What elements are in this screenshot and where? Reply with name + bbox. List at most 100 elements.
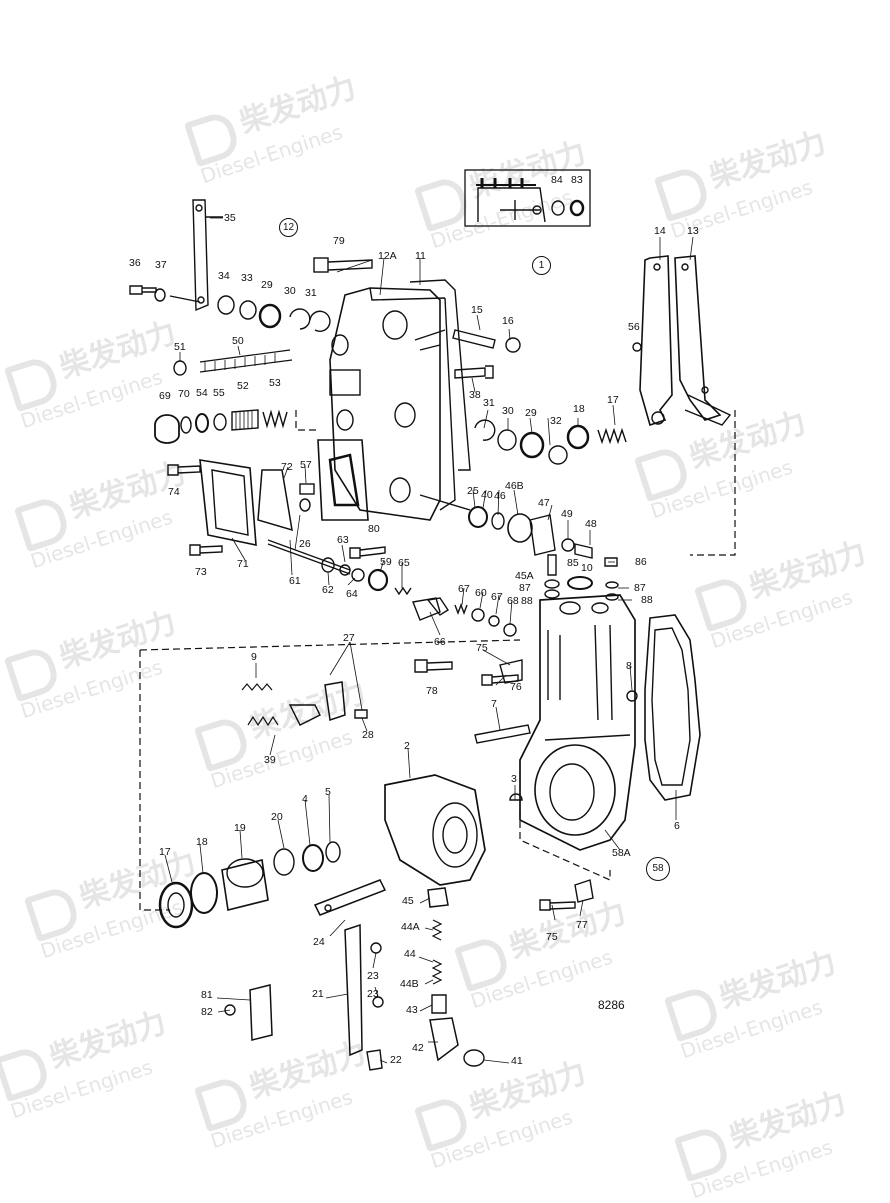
- bracket-81-82: [224, 984, 273, 1041]
- part-label: 78: [426, 685, 438, 697]
- part-label: 34: [218, 270, 230, 282]
- part-label: 13: [687, 225, 699, 237]
- part-label: 42: [412, 1042, 424, 1054]
- part-label: 45: [402, 895, 414, 907]
- part-label: 44: [404, 948, 416, 960]
- screw-stack-45A: [544, 554, 593, 599]
- part-label: 23: [367, 970, 379, 982]
- part-label: 2: [404, 740, 410, 752]
- part-label: 18: [196, 836, 208, 848]
- part-label: 49: [561, 508, 573, 520]
- part-label: 22: [390, 1054, 402, 1066]
- part-label: 53: [269, 377, 281, 389]
- pump-cover-12A: [329, 279, 471, 521]
- shaft-parts-top: [129, 285, 331, 332]
- front-shaft-parts: [158, 841, 341, 929]
- part-label: 4: [302, 793, 308, 805]
- part-label: 21: [312, 988, 324, 1000]
- part-label: 41: [511, 1055, 523, 1067]
- part-label: 54: [196, 387, 208, 399]
- part-label: 31: [483, 397, 495, 409]
- nut-56: [632, 342, 642, 352]
- part-label: 5: [325, 786, 331, 798]
- part-label: 46B: [505, 480, 524, 492]
- part-label: 59: [380, 556, 392, 568]
- part-label: 56: [628, 321, 640, 333]
- pin-15-16: [452, 329, 521, 353]
- circled-ref-58: 58: [646, 857, 670, 881]
- part-label: 70: [178, 388, 190, 400]
- part-label: 8: [626, 660, 632, 672]
- part-label: 7: [491, 698, 497, 710]
- part-label: 44B: [400, 978, 419, 990]
- part-label: 15: [471, 304, 483, 316]
- part-label: 58A: [612, 847, 631, 859]
- part-label: 11: [415, 250, 426, 262]
- inset-box: [464, 169, 591, 227]
- part-label: 88: [641, 594, 653, 606]
- assembly-lines: [139, 410, 736, 911]
- part-label: 43: [406, 1004, 418, 1016]
- part-label: 19: [234, 822, 246, 834]
- part-label: 57: [300, 459, 312, 471]
- part-label: 12A: [378, 250, 397, 262]
- bolt-78: [414, 659, 453, 673]
- part-label: 40: [481, 489, 493, 501]
- bolt-38: [454, 365, 494, 379]
- part-label: 26: [299, 538, 311, 550]
- part-label: 39: [264, 754, 276, 766]
- part-label: 81: [201, 989, 213, 1001]
- part-label: 17: [159, 846, 171, 858]
- part-label: 51: [174, 341, 186, 353]
- part-label: 32: [550, 415, 562, 427]
- part-label: 17: [607, 394, 619, 406]
- part-label: 52: [237, 380, 249, 392]
- part-label: 10: [581, 562, 593, 574]
- part-label: 83: [571, 174, 583, 186]
- part-label: 37: [155, 259, 167, 271]
- part-label: 75: [476, 642, 488, 654]
- part-label: 27: [343, 632, 355, 644]
- bolt-73: [189, 544, 223, 556]
- gasket-6: [644, 614, 701, 801]
- part-label: 62: [322, 584, 334, 596]
- part-label: 88: [521, 595, 533, 607]
- leader-lines: [164, 217, 694, 1064]
- part-label: 68: [507, 595, 519, 607]
- part-label: 20: [271, 811, 283, 823]
- gasket-71-72: [199, 439, 369, 547]
- part-label: 36: [129, 257, 141, 269]
- part-label: 74: [168, 486, 180, 498]
- lever-24-21: [313, 879, 387, 1071]
- part-label: 69: [159, 390, 171, 402]
- part-label: 45A: [515, 570, 534, 582]
- small-parts-60-68: [412, 597, 517, 637]
- part-label: 72: [281, 461, 293, 473]
- pin-57: [299, 483, 315, 495]
- part-label: 87: [634, 582, 646, 594]
- part-label: 80: [368, 523, 380, 535]
- circled-ref-12: 12: [279, 218, 298, 237]
- part-label: 75: [546, 931, 558, 943]
- part-label: 3: [511, 773, 517, 785]
- part-label: 61: [289, 575, 301, 587]
- part-label: 24: [313, 936, 325, 948]
- part-label: 79: [333, 235, 345, 247]
- bolt-80: [349, 546, 386, 559]
- governor-housing-2: [384, 774, 486, 886]
- part-label: 46: [494, 490, 506, 502]
- part-label: 82: [201, 1006, 213, 1018]
- part-label: 30: [502, 405, 514, 417]
- part-label: 14: [654, 225, 666, 237]
- stud-50: [173, 349, 293, 376]
- part-label: 47: [538, 497, 550, 509]
- stud-7: [474, 724, 531, 744]
- part-label: 87: [519, 582, 531, 594]
- drawing-number: 8286: [598, 998, 625, 1012]
- part-label: 84: [551, 174, 563, 186]
- bracket-77: [574, 879, 594, 903]
- part-label: 23: [367, 988, 379, 1000]
- part-label: 66: [434, 636, 446, 648]
- part-label: 73: [195, 566, 207, 578]
